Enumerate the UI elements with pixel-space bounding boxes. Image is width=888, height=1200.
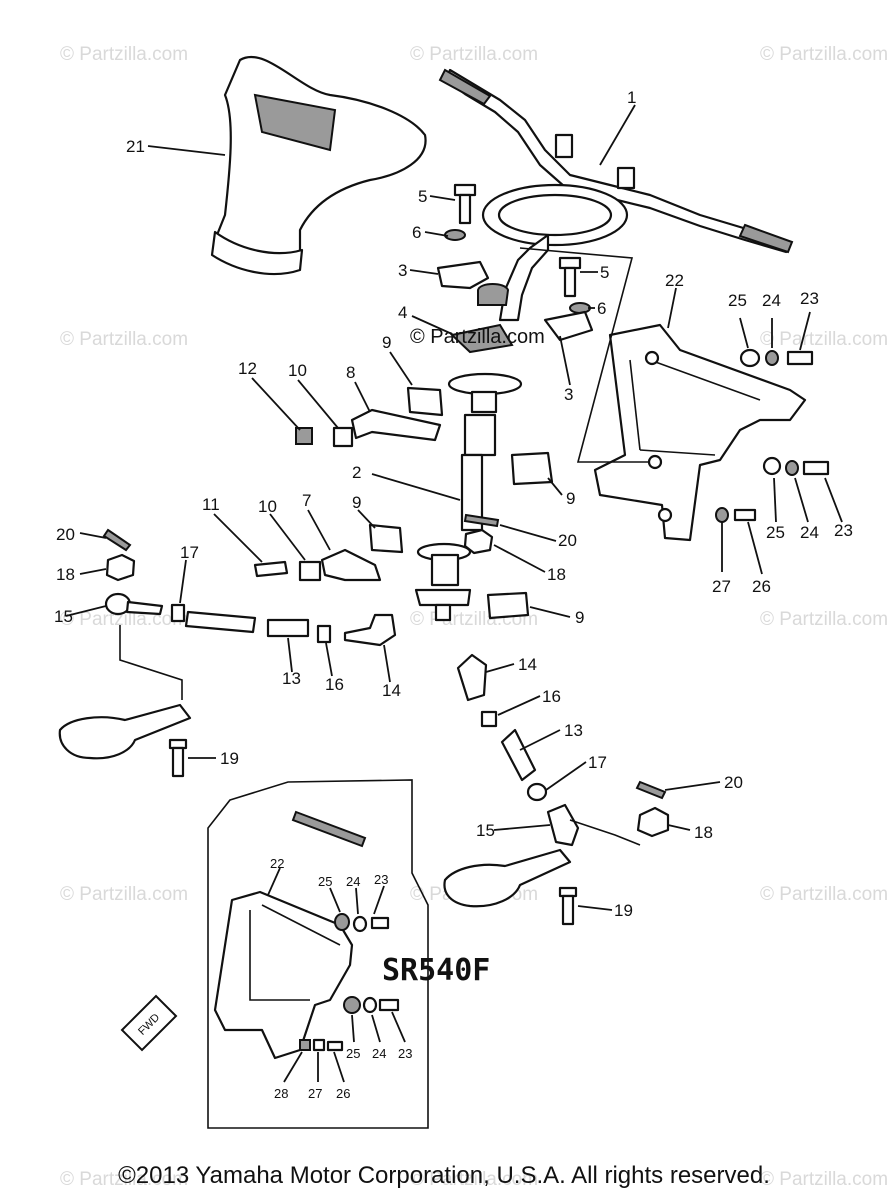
callout-label: 18 (547, 565, 566, 584)
callout-label: 25 (318, 874, 332, 889)
callout-label: 24 (762, 291, 781, 310)
callout-label: 24 (346, 874, 360, 889)
bolt-part (453, 183, 582, 298)
watermark: © Partzilla.com (760, 609, 888, 630)
callout-label: 19 (220, 749, 239, 768)
callout-label: 26 (752, 577, 771, 596)
callout-label: 1 (627, 88, 636, 107)
callout-label: 25 (766, 523, 785, 542)
bolt-part (102, 513, 667, 926)
watermark: © Partzilla.com (410, 44, 538, 65)
callout-label: 10 (258, 497, 277, 516)
watermark: © Partzilla.com (760, 44, 888, 65)
callout-label: 15 (54, 607, 73, 626)
callout-label: 24 (800, 523, 819, 542)
callout-label: 10 (288, 361, 307, 380)
spindle-arm-part (58, 625, 641, 908)
clamp-part (436, 260, 594, 354)
callout-label: 13 (282, 669, 301, 688)
callout-label: 23 (398, 1046, 412, 1061)
callout-labels: 1 21 5 6 3 5 6 4 3 22 25 24 23 12 10 8 9… (54, 88, 853, 1101)
model-label: SR540F (382, 953, 490, 988)
handlebar-pad-part (210, 56, 427, 276)
callout-label: 25 (728, 291, 747, 310)
callout-label: 20 (724, 773, 743, 792)
callout-label: 4 (398, 303, 407, 322)
watermark: © Partzilla.com (60, 329, 188, 350)
nut-part (105, 426, 670, 838)
callout-label: 27 (308, 1086, 322, 1101)
callout-label: 25 (346, 1046, 360, 1061)
callout-label: 9 (566, 489, 575, 508)
callout-label: 3 (564, 385, 573, 404)
callout-label: 18 (694, 823, 713, 842)
steering-column-part (414, 372, 523, 622)
callout-label: 9 (352, 493, 361, 512)
center-watermark: © Partzilla.com (410, 326, 545, 348)
arm-part (320, 408, 442, 582)
ball-joint-part (104, 592, 580, 847)
front-arrow-icon: FWD (120, 994, 178, 1052)
callout-label: 24 (372, 1046, 386, 1061)
callout-label: 21 (126, 137, 145, 156)
callout-label: 12 (238, 359, 257, 378)
callout-label: 9 (382, 333, 391, 352)
callout-label: 6 (412, 223, 421, 242)
callout-label: 14 (382, 681, 401, 700)
watermark: © Partzilla.com (410, 1169, 538, 1190)
console-bracket-part (593, 323, 807, 542)
handlebar-part (438, 68, 794, 254)
callout-label: 18 (56, 565, 75, 584)
callout-label: 27 (712, 577, 731, 596)
copyright-notice: ©2013 Yamaha Motor Corporation, U.S.A. A… (118, 1162, 770, 1189)
leader-line (519, 247, 650, 463)
callout-label: 8 (346, 363, 355, 382)
callout-label: 20 (558, 531, 577, 550)
callout-label: 22 (270, 856, 284, 871)
watermark: © Partzilla.com (760, 884, 888, 905)
callout-label: 5 (418, 187, 427, 206)
callout-label: 3 (398, 261, 407, 280)
callout-label: 28 (274, 1086, 288, 1101)
watermark-layer: © Partzilla.com © Partzilla.com © Partzi… (60, 44, 888, 1190)
callout-label: 23 (800, 289, 819, 308)
callout-label: 7 (302, 491, 311, 510)
fastener-group (715, 348, 830, 523)
watermark: © Partzilla.com (60, 884, 188, 905)
steering-column-upper-part (477, 183, 629, 322)
callout-label: 22 (665, 271, 684, 290)
watermark: © Partzilla.com (760, 1169, 888, 1190)
callout-label: 14 (518, 655, 537, 674)
watermark: © Partzilla.com (760, 329, 888, 350)
callout-label: 2 (352, 463, 361, 482)
watermark: © Partzilla.com (60, 1169, 188, 1190)
callout-label: 17 (180, 543, 199, 562)
tie-rod-part (184, 610, 537, 782)
inset-variant-box: SR540F FWD (120, 779, 490, 1129)
callout-label: 15 (476, 821, 495, 840)
callout-label: 26 (336, 1086, 350, 1101)
callout-label: 17 (588, 753, 607, 772)
callout-label: 16 (542, 687, 561, 706)
callout-label: 19 (614, 901, 633, 920)
bushing-part (368, 386, 554, 620)
callout-leaders (65, 104, 843, 1083)
callout-label: 13 (564, 721, 583, 740)
callout-label: 23 (374, 872, 388, 887)
callout-label: 11 (202, 495, 220, 514)
callout-label: 9 (575, 608, 584, 627)
callout-label: 20 (56, 525, 75, 544)
watermark: © Partzilla.com (60, 44, 188, 65)
callout-label: 16 (325, 675, 344, 694)
callout-label: 23 (834, 521, 853, 540)
callout-label: 5 (600, 263, 609, 282)
callout-label: 6 (597, 299, 606, 318)
